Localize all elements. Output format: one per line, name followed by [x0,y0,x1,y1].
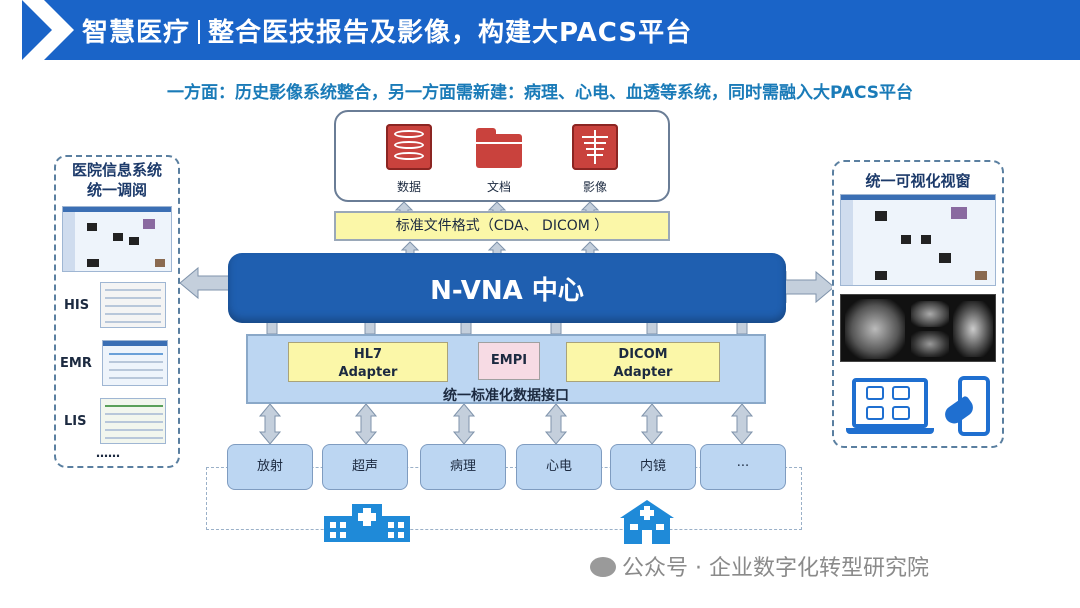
page-title-part1: 智慧医疗 [82,18,191,48]
laptop-icon [846,378,934,436]
unified-viewer-thumbnail [62,206,172,272]
dicom-adapter-line1: DICOM [618,347,668,362]
storage-label-document: 文档 [486,180,511,194]
lis-thumbnail [100,398,166,444]
title-separator [198,20,201,44]
vna-center-label: N-VNA 中心 [430,276,584,306]
system-label-lis: LIS [64,414,87,429]
storage-label-data: 数据 [396,180,421,194]
source-arrow-3 [452,403,476,445]
dicom-adapter: DICOM Adapter [566,342,720,382]
clinic-building-icon [616,500,678,544]
visual-window-thumbnail [840,194,996,286]
folder-icon [476,124,522,170]
emr-thumbnail [102,340,168,386]
dicom-adapter-line2: Adapter [613,365,673,380]
subtitle: 一方面：历史影像系统整合，另一方面需新建：病理、心电、血透等系统，同时需融入大P… [166,83,914,103]
wechat-icon [590,557,616,577]
storage-label-image: 影像 [582,180,607,194]
page-title: 智慧医疗整合医技报告及影像，构建大PACS平台 [82,12,692,49]
left-panel-title-line2: 统一调阅 [86,181,147,199]
header-bar [0,0,1080,60]
mobile-touch-icon [941,376,996,438]
system-label-his: HIS [64,298,90,313]
hl7-adapter: HL7 Adapter [288,342,448,382]
source-ultrasound: 超声 [322,444,408,490]
source-more: ··· [700,444,786,490]
right-panel-title: 统一可视化视窗 [865,172,971,190]
his-thumbnail [100,282,166,328]
header-chevron-decoration [0,0,22,60]
hl7-adapter-line2: Adapter [338,365,398,380]
system-label-emr: EMR [60,356,92,371]
source-arrow-6 [730,403,754,445]
source-arrow-1 [258,403,282,445]
source-arrow-2 [354,403,378,445]
hospital-building-icon [324,502,410,542]
ct-image-viewer [840,294,996,362]
source-arrow-4 [544,403,568,445]
page-title-part2: 整合医技报告及影像，构建大PACS平台 [208,18,693,48]
more-systems-ellipsis: …… [96,446,120,460]
left-panel-title-line1: 医院信息系统 [71,161,162,179]
unified-interface-label: 统一标准化数据接口 [443,388,569,404]
source-arrow-5 [640,403,664,445]
source-ecg: 心电 [516,444,602,490]
source-endoscopy: 内镜 [610,444,696,490]
empi-box: EMPI [478,342,540,380]
vna-center-block [228,253,786,323]
left-panel-title: 医院信息系统 统一调阅 [54,160,180,200]
database-icon [386,124,432,170]
source-radiology: 放射 [227,444,313,490]
watermark-text: 公众号 · 企业数字化转型研究院 [622,556,929,581]
xray-icon [572,124,618,170]
watermark: 公众号 · 企业数字化转型研究院 [590,550,929,582]
hl7-adapter-line1: HL7 [353,347,383,362]
standard-file-format-bar: 标准文件格式（CDA、 DICOM ） [334,211,670,241]
source-pathology: 病理 [420,444,506,490]
